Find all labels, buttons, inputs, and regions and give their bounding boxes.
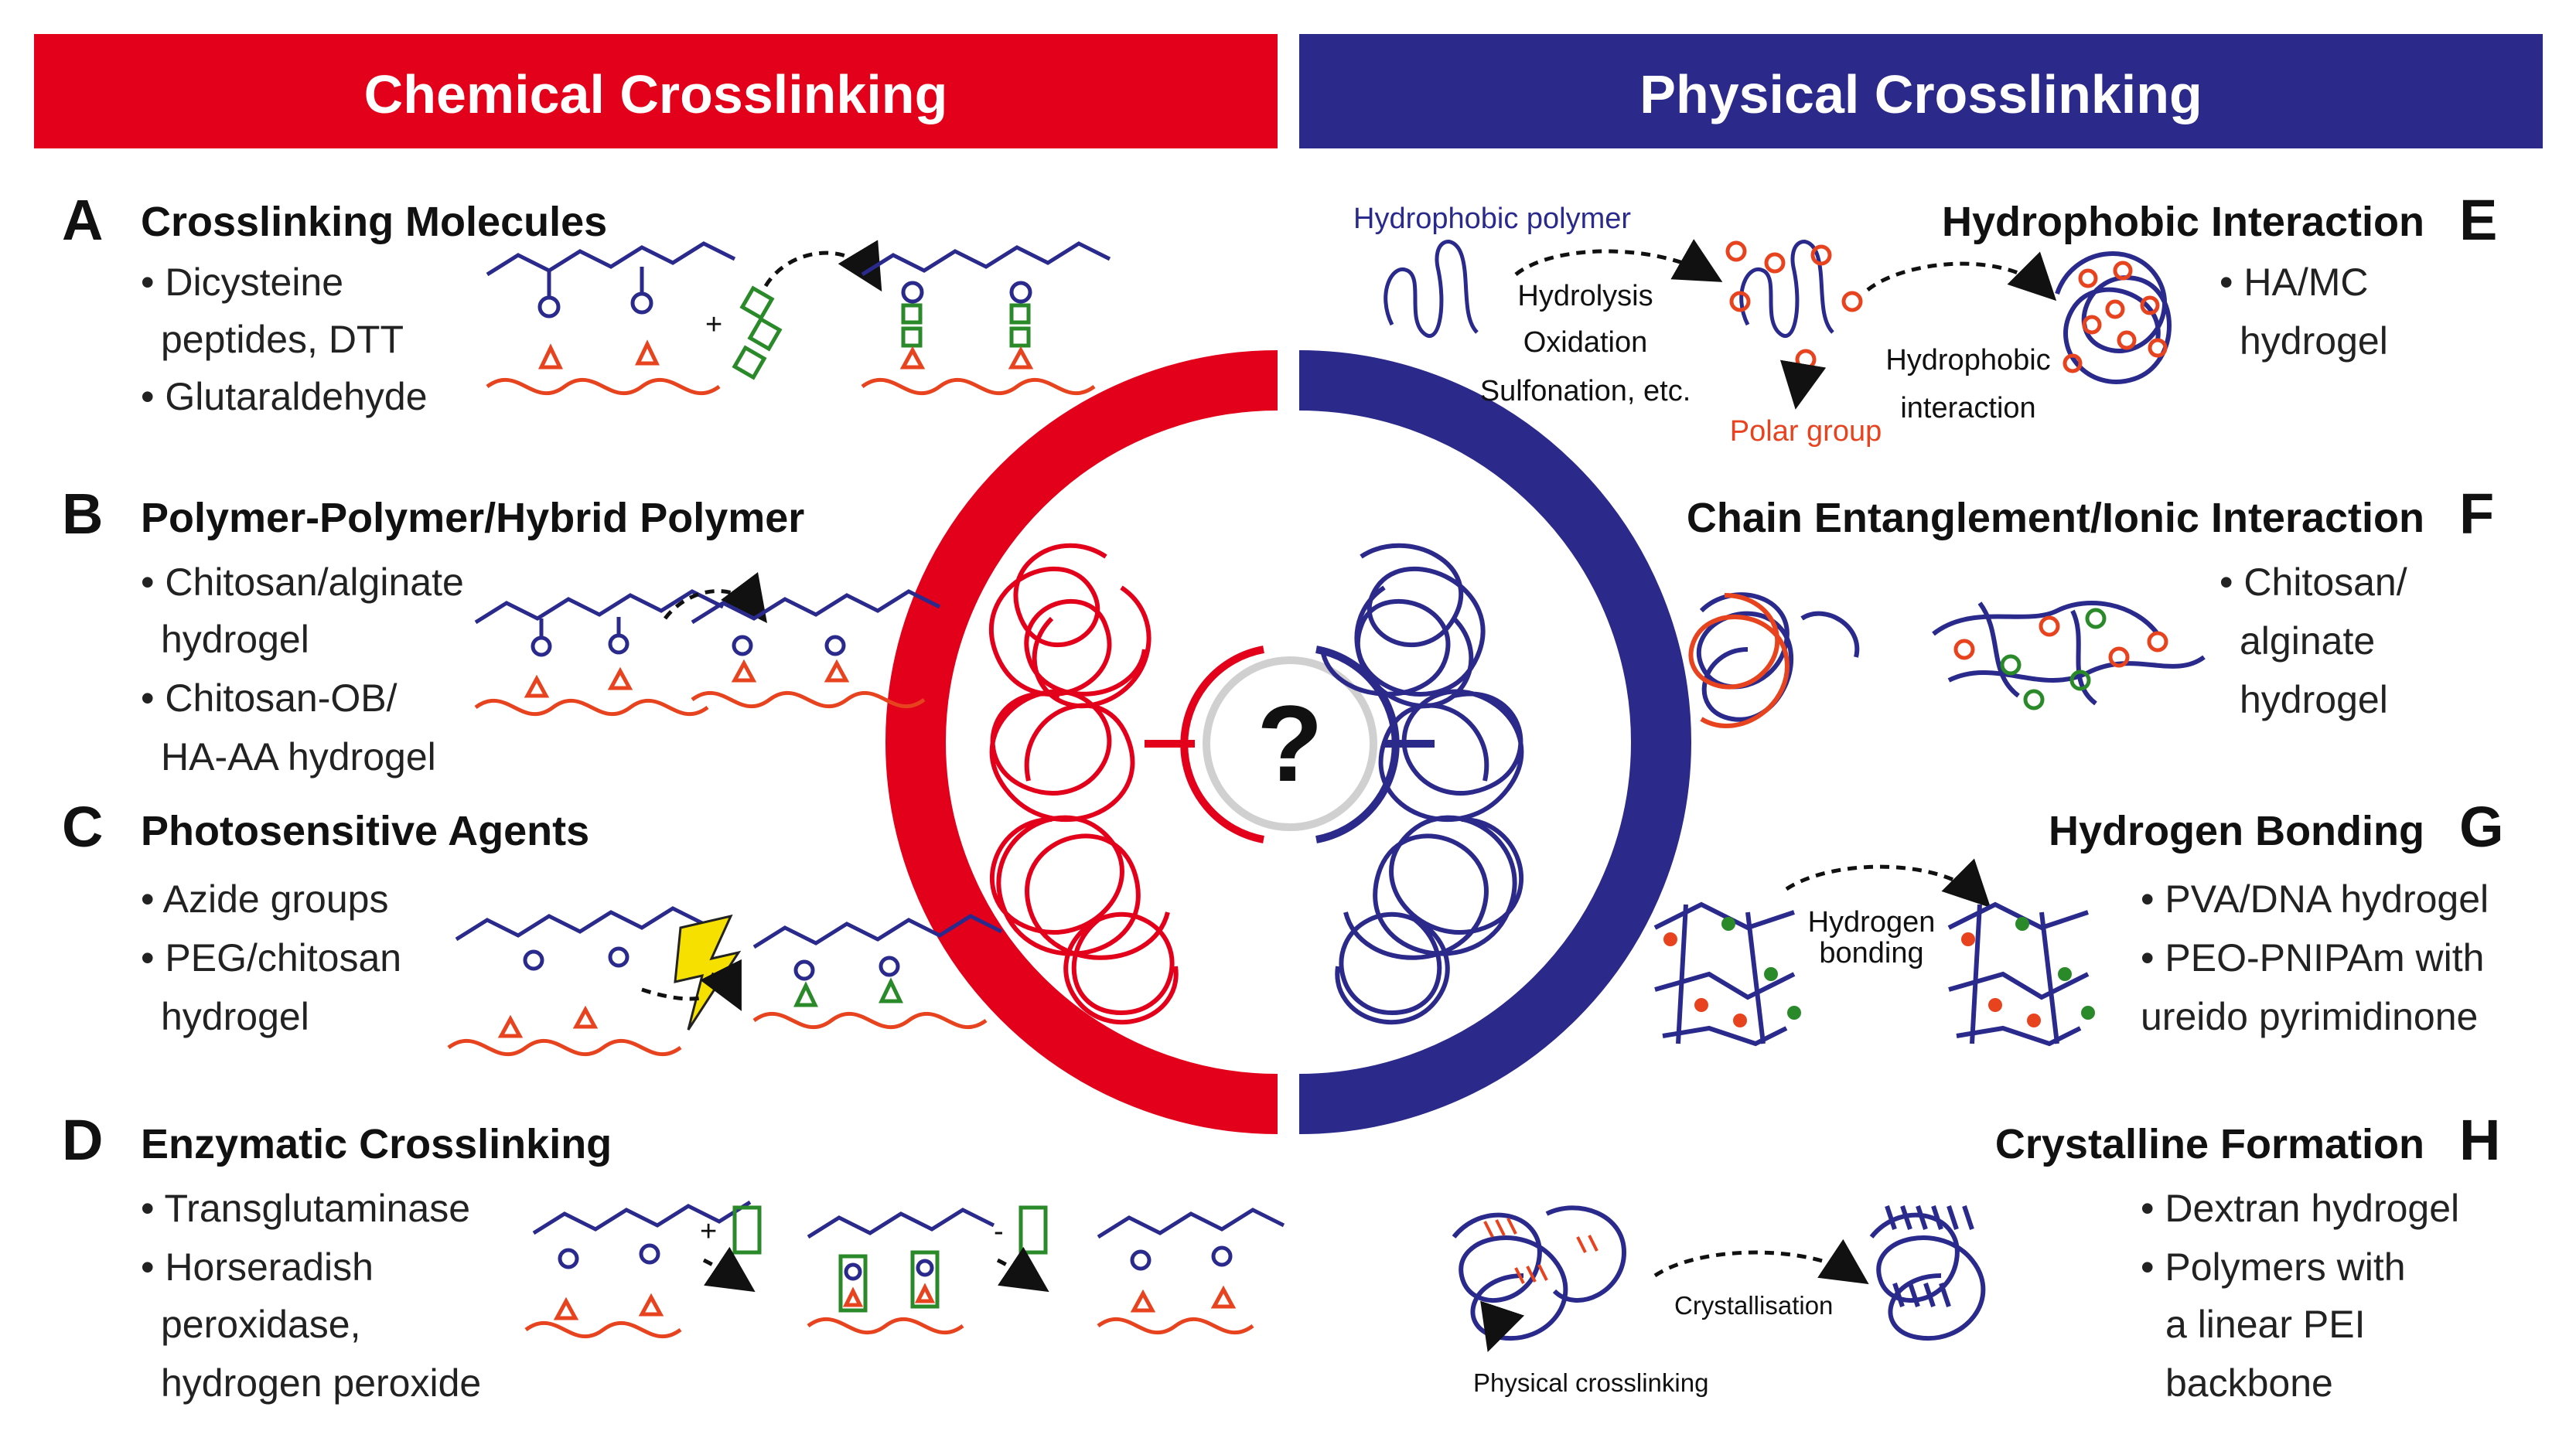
section-a-letter: A — [62, 188, 103, 252]
chemical-header-title: Chemical Crosslinking — [364, 64, 948, 124]
section-c-illustration — [447, 906, 1003, 1057]
section-c-bullet-2: • PEG/chitosan — [141, 936, 401, 980]
section-e-hydrophobic-polymer-label: Hydrophobic polymer — [1353, 203, 1631, 235]
section-b-bullet-3: • Chitosan-OB/ — [141, 676, 397, 720]
section-a-bullet-3: • Glutaraldehyde — [141, 375, 428, 418]
section-h-bullet-4: backbone — [2165, 1361, 2333, 1405]
question-disk — [1203, 656, 1377, 831]
section-e-illustration: Hydrophobic polymer Hydrolysis Oxidation… — [1353, 203, 2172, 448]
central-ring: ? — [885, 350, 1691, 1134]
section-c-bullet-1: • Azide groups — [141, 877, 388, 921]
chemical-header-bar — [34, 34, 1278, 148]
section-h-physical-crosslinking-label: Physical crosslinking — [1473, 1368, 1708, 1397]
physical-header-title: Physical Crosslinking — [1639, 64, 2202, 124]
section-d-bullet-3: peroxidase, — [161, 1303, 361, 1346]
section-a-title: Crosslinking Molecules — [141, 199, 607, 245]
section-g-illustration: Hydrogen bonding — [1653, 858, 2095, 1047]
section-f-illustration — [1688, 592, 2206, 728]
section-h-illustration: Physical crosslinking Crystallisation — [1452, 1205, 1986, 1397]
section-d-title: Enzymatic Crosslinking — [141, 1121, 612, 1167]
physical-header-bar — [1299, 34, 2543, 148]
section-a-bullet-1: • Dicysteine — [141, 261, 343, 304]
section-d-bullet-1: • Transglutaminase — [141, 1187, 470, 1230]
section-e-process-1: Hydrolysis — [1517, 280, 1653, 312]
section-f-bullet-2: alginate — [2240, 619, 2375, 663]
section-g-bullet-1: • PVA/DNA hydrogel — [2141, 877, 2489, 921]
section-b-bullet-4: HA-AA hydrogel — [161, 735, 436, 779]
section-h-title: Crystalline Formation — [1995, 1121, 2424, 1167]
section-e-title: Hydrophobic Interaction — [1942, 199, 2424, 245]
chemical-arc — [885, 350, 1278, 1134]
section-e-interaction-2: interaction — [1900, 392, 2035, 424]
lightning-icon — [674, 914, 742, 1031]
section-e-polar-group-label: Polar group — [1730, 415, 1882, 448]
section-g-bullet-2: • PEO-PNIPAm with — [2141, 936, 2484, 980]
section-e-bullet-2: hydrogel — [2240, 319, 2388, 363]
section-e-letter: E — [2459, 188, 2497, 252]
section-d-minus: - — [994, 1215, 1004, 1248]
section-d-letter: D — [62, 1108, 103, 1172]
section-e-process-2: Oxidation — [1523, 326, 1648, 359]
section-g-hb-1: Hydrogen — [1808, 906, 1936, 939]
section-h-letter: H — [2459, 1108, 2500, 1172]
section-e-process-3: Sulfonation, etc. — [1480, 375, 1691, 407]
section-c-bullet-3: hydrogel — [161, 995, 309, 1038]
section-g-bullet-3: ureido pyrimidinone — [2141, 995, 2478, 1038]
section-b-illustration — [474, 572, 941, 717]
section-f-letter: F — [2459, 482, 2494, 546]
section-b-bullet-1: • Chitosan/alginate — [141, 560, 464, 604]
section-a-illustration: + — [486, 240, 1111, 396]
section-f-bullet-3: hydrogel — [2240, 678, 2388, 721]
section-f-title: Chain Entanglement/Ionic Interaction — [1687, 495, 2424, 541]
section-b-bullet-2: hydrogel — [161, 618, 309, 661]
section-a-bullet-2: peptides, DTT — [161, 318, 404, 361]
section-e-interaction-1: Hydrophobic — [1885, 344, 2050, 376]
section-g-title: Hydrogen Bonding — [2049, 808, 2424, 854]
section-b-letter: B — [62, 482, 103, 546]
physical-arc — [1298, 350, 1691, 1134]
section-d-plus: + — [700, 1215, 717, 1248]
section-d-bullet-2: • Horseradish — [141, 1245, 374, 1289]
section-b-title: Polymer-Polymer/Hybrid Polymer — [141, 495, 804, 541]
section-c-letter: C — [62, 795, 103, 859]
red-polymer-tangle — [989, 543, 1179, 1025]
section-d-illustration: + - — [524, 1200, 1285, 1339]
blue-polymer-tangle — [1320, 543, 1524, 1025]
section-g-letter: G — [2459, 795, 2504, 859]
section-f-bullet-1: • Chitosan/ — [2219, 560, 2407, 604]
section-e-bullet-1: • HA/MC — [2219, 261, 2369, 304]
section-h-crystallisation-label: Crystallisation — [1674, 1291, 1833, 1320]
section-h-bullet-2: • Polymers with — [2141, 1245, 2406, 1289]
section-c-title: Photosensitive Agents — [141, 808, 589, 854]
section-h-bullet-3: a linear PEI — [2165, 1303, 2365, 1346]
section-g-hb-2: bonding — [1819, 937, 1923, 969]
section-h-bullet-1: • Dextran hydrogel — [2141, 1187, 2459, 1230]
question-mark: ? — [1257, 683, 1323, 804]
section-d-bullet-4: hydrogen peroxide — [161, 1361, 481, 1405]
section-a-plus: + — [705, 308, 722, 341]
